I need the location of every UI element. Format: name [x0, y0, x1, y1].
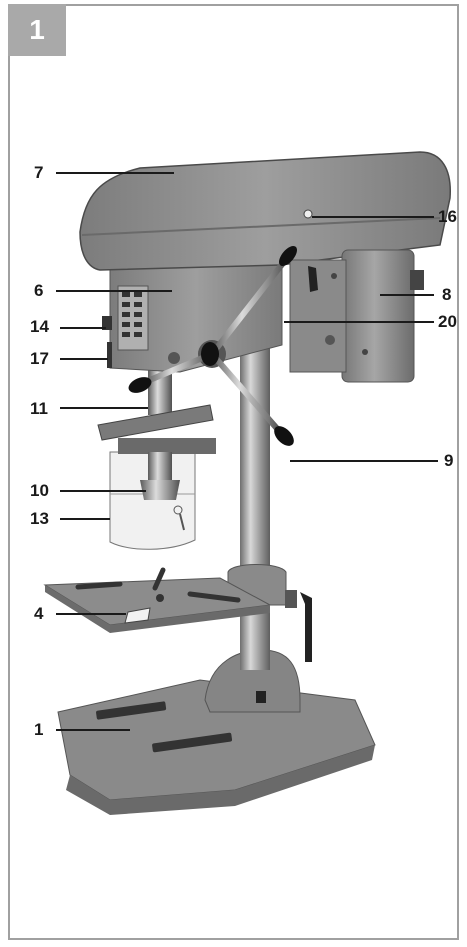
leader-20	[284, 321, 434, 323]
callout-1: 1	[34, 720, 44, 739]
leader-17	[60, 358, 108, 360]
motor	[289, 249, 424, 383]
leader-9	[290, 460, 438, 462]
drill-head	[102, 249, 283, 373]
leader-4	[56, 613, 126, 615]
callout-17: 17	[30, 349, 49, 368]
leader-11	[60, 407, 148, 409]
callout-10: 10	[30, 481, 49, 500]
callout-11: 11	[30, 399, 48, 418]
leader-16	[312, 216, 434, 218]
spindle-and-chuck	[97, 355, 216, 500]
leader-7	[56, 172, 174, 174]
callout-6: 6	[34, 281, 44, 300]
leader-10	[60, 490, 146, 492]
callout-16: 16	[438, 207, 457, 226]
callout-8: 8	[442, 285, 452, 304]
chuck-guard	[109, 451, 196, 550]
callout-9: 9	[444, 451, 454, 470]
leader-1	[56, 729, 130, 731]
leader-14	[60, 327, 106, 329]
callout-4: 4	[34, 604, 44, 623]
feed-handles	[128, 246, 297, 446]
belt-cover	[79, 151, 451, 271]
callout-20: 20	[438, 312, 457, 331]
leader-6	[56, 290, 172, 292]
base-plate	[57, 649, 376, 815]
callout-14: 14	[30, 317, 49, 336]
leader-13	[60, 518, 110, 520]
callout-7: 7	[34, 163, 44, 182]
figure-number-badge: 1	[8, 4, 66, 56]
leader-8	[380, 294, 434, 296]
figure-frame	[8, 4, 459, 940]
callout-13: 13	[30, 509, 49, 528]
